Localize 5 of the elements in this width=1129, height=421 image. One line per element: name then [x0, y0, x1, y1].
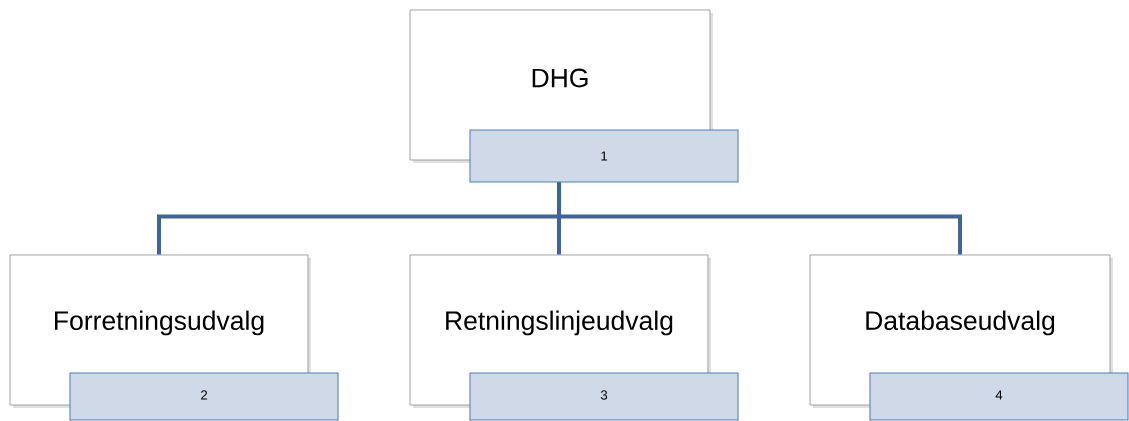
number-badge: 1 [469, 129, 739, 183]
connector-line [557, 182, 962, 255]
number-badge: 3 [469, 372, 739, 421]
number-badge: 4 [869, 372, 1129, 421]
number-badge: 2 [69, 372, 339, 421]
